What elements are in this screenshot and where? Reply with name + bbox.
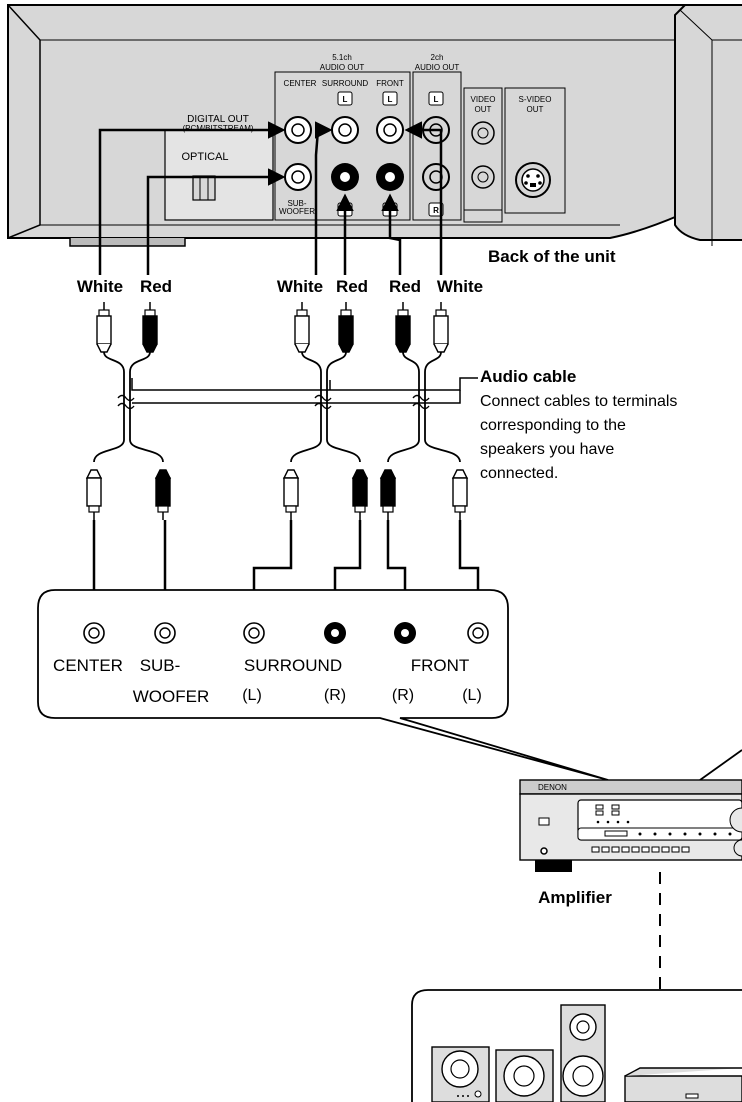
front-label: FRONT <box>376 79 404 88</box>
cable-1-plug-top-left <box>96 302 112 353</box>
jack-surround-l <box>331 116 359 144</box>
audio-cable-desc-4: connected. <box>480 465 558 482</box>
svideo-out-sub: OUT <box>527 105 544 114</box>
amplifier: DENON <box>519 779 742 872</box>
surround-label: SURROUND <box>322 79 368 88</box>
center-label: CENTER <box>284 79 317 88</box>
video-out-label: VIDEO <box>471 95 496 104</box>
cable-3-plug-top-right <box>433 302 449 353</box>
cable-3-plug-top-left <box>395 302 411 353</box>
speaker-system-box <box>411 989 742 1102</box>
speaker-1 <box>431 1046 490 1102</box>
amp-surround-label: SURROUND <box>244 656 342 675</box>
digital-out-label: DIGITAL OUT <box>187 114 249 125</box>
subwoofer-box <box>624 1067 742 1102</box>
tag-r-2ch: R <box>433 206 439 215</box>
speaker-3 <box>560 1004 606 1102</box>
jack-front-l <box>376 116 404 144</box>
cable-1-plug-bottom-left <box>85 469 103 520</box>
svideo-out-label: S-VIDEO <box>519 95 552 104</box>
audio-cable-desc-2: corresponding to the <box>480 417 626 434</box>
amp-woofer-label: WOOFER <box>133 687 210 706</box>
second-unit-partial <box>674 4 742 246</box>
ch2-title: 2ch <box>431 53 444 62</box>
jack-surround-r <box>331 163 359 191</box>
cable-3-plug-bottom-right <box>451 469 469 520</box>
audio-cable-desc-3: speakers you have <box>480 441 614 458</box>
label-red-3: Red <box>389 277 421 296</box>
amp-sub-label: SUB- <box>140 656 181 675</box>
amp-front-label: FRONT <box>411 656 470 675</box>
audio-cables <box>85 302 469 520</box>
label-red-1: Red <box>140 277 172 296</box>
cable-3-plug-bottom-left <box>379 469 397 520</box>
audio-cable-title: Audio cable <box>480 367 576 386</box>
tag-l-front: L <box>388 95 393 104</box>
amplifier-label: Amplifier <box>538 888 612 907</box>
video-out-sub: OUT <box>475 105 492 114</box>
tag-l-surround: L <box>343 95 348 104</box>
amp-brand: DENON <box>538 783 567 792</box>
svideo-port <box>515 162 551 198</box>
amp-surround-r: (R) <box>324 687 346 704</box>
audio-cable-desc-1: Connect cables to terminals <box>480 393 677 410</box>
amp-center-label: CENTER <box>53 656 123 675</box>
woofer-label: WOOFER <box>279 207 315 216</box>
optical-port <box>192 175 216 201</box>
label-white-2: White <box>277 277 323 296</box>
audio51-subtitle: AUDIO OUT <box>320 63 365 72</box>
amp-front-l: (L) <box>462 687 482 704</box>
cable-1-plug-top-right <box>142 302 158 353</box>
cable-2-plug-top-left <box>294 302 310 353</box>
sub-label: SUB- <box>287 199 306 208</box>
ch2-subtitle: AUDIO OUT <box>415 63 460 72</box>
label-white-3: White <box>437 277 483 296</box>
jack-front-r <box>376 163 404 191</box>
jack-subwoofer <box>284 163 312 191</box>
cable-2-plug-bottom-left <box>282 469 300 520</box>
amp-surround-l: (L) <box>242 687 262 704</box>
optical-label: OPTICAL <box>181 151 228 163</box>
speaker-2 <box>495 1049 554 1102</box>
cable-2-plug-top-right <box>338 302 354 353</box>
cable-1-plug-bottom-right <box>154 469 172 520</box>
audio51-title: 5.1ch <box>332 53 352 62</box>
back-of-unit-label: Back of the unit <box>488 247 616 266</box>
amp-front-r: (R) <box>392 687 414 704</box>
player-back-panel: DIGITAL OUT (PCM/BITSTREAM) OPTICAL 5.1c… <box>7 4 742 247</box>
amp-front-buttons <box>591 846 690 853</box>
cable-2-plug-bottom-right <box>351 469 369 520</box>
label-red-2: Red <box>336 277 368 296</box>
tag-l-2ch: L <box>434 95 439 104</box>
jack-center <box>284 116 312 144</box>
amp-terminal-callout: CENTER SUB- WOOFER SURROUND FRONT (L) (R… <box>37 589 609 781</box>
digital-out-sub-label: (PCM/BITSTREAM) <box>182 124 253 133</box>
label-white-1: White <box>77 277 123 296</box>
